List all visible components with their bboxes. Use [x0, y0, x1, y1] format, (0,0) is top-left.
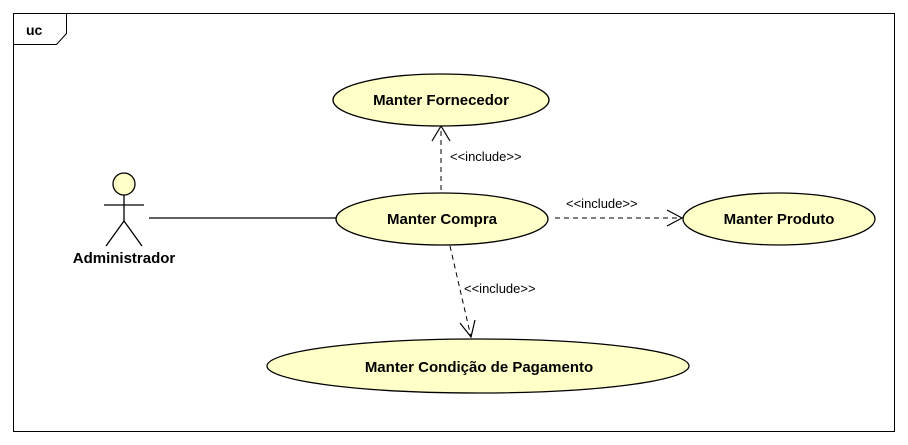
include-produto-label: <<include>> — [566, 196, 638, 211]
use-case-ellipse — [335, 192, 549, 246]
use-case-label: Manter Condição de Pagamento — [365, 359, 593, 376]
include-produto-relation: <<include>> — [555, 196, 684, 227]
use-case-manter-compra[interactable]: Manter Compra — [335, 192, 549, 246]
uc-frame-tab — [13, 13, 67, 45]
use-case-label: Manter Compra — [387, 211, 498, 228]
actor-right-leg — [123, 220, 143, 247]
use-case-manter-condicao-de-pagamento[interactable]: Manter Condição de Pagamento — [266, 338, 690, 394]
include-produto-arrowhead — [666, 209, 684, 227]
include-pagamento-arrowhead — [459, 319, 476, 339]
actor-head — [112, 172, 136, 196]
include-pagamento-label: <<include>> — [464, 281, 536, 296]
use-case-manter-produto[interactable]: Manter Produto — [682, 192, 876, 246]
include-pagamento-relation: <<include>> — [449, 245, 536, 339]
uc-frame-label: uc — [26, 22, 43, 38]
include-pagamento-line — [449, 245, 472, 338]
actor-name: Administrador — [73, 250, 176, 267]
use-case-ellipse — [266, 338, 690, 394]
use-case-label: Manter Fornecedor — [373, 92, 509, 109]
use-case-manter-fornecedor[interactable]: Manter Fornecedor — [332, 73, 550, 127]
use-case-ellipse — [682, 192, 876, 246]
actor-left-leg — [105, 220, 125, 247]
use-case-ellipse — [332, 73, 550, 127]
actor-administrador[interactable]: Administrador — [73, 172, 176, 267]
include-fornecedor-label: <<include>> — [450, 149, 522, 164]
use-case-label: Manter Produto — [724, 211, 835, 228]
